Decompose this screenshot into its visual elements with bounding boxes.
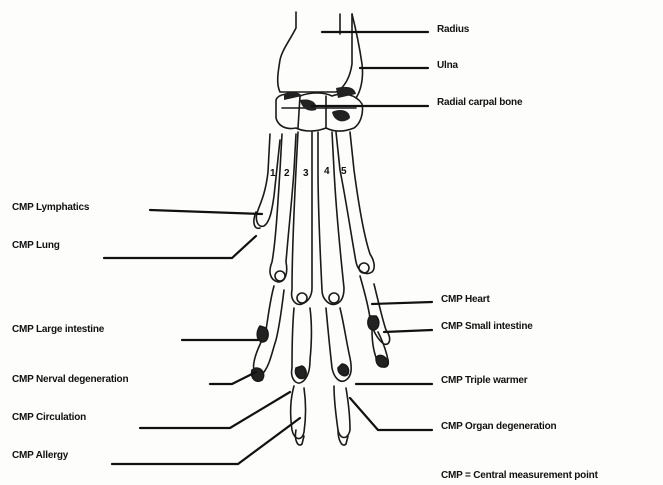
radius-bone — [278, 12, 352, 92]
label-ulna: Ulna — [437, 60, 458, 72]
label-radius: Radius — [437, 24, 469, 36]
label-cmp-nerval-degeneration: CMP Nerval degeneration — [12, 374, 128, 386]
label-cmp-small-intestine: CMP Small intestine — [441, 321, 533, 333]
label-cmp-lymphatics: CMP Lymphatics — [12, 202, 89, 214]
digit-number-1: 1 — [270, 168, 276, 179]
leader-heart — [372, 302, 432, 304]
label-cmp-lung: CMP Lung — [12, 240, 60, 252]
digit-number-4: 4 — [324, 166, 330, 177]
label-cmp-heart: CMP Heart — [441, 294, 490, 306]
label-cmp-organ-degeneration: CMP Organ degeneration — [441, 421, 556, 433]
digit-number-3: 3 — [303, 168, 309, 179]
leader-small-intestine — [384, 330, 432, 332]
leader-nerval-degeneration — [210, 372, 256, 384]
digit-number-5: 5 — [341, 166, 347, 177]
legend-cmp-definition: CMP = Central measurement point — [441, 470, 598, 482]
digit-4 — [318, 132, 344, 304]
label-cmp-large-intestine: CMP Large intestine — [12, 324, 104, 336]
digit-number-2: 2 — [284, 168, 290, 179]
leader-allergy — [112, 418, 300, 464]
digit-5 — [336, 132, 374, 274]
label-cmp-triple-warmer: CMP Triple warmer — [441, 375, 527, 387]
leader-lung — [104, 236, 256, 258]
leader-lymphatics — [150, 210, 262, 214]
leader-circulation — [140, 392, 290, 428]
label-cmp-allergy: CMP Allergy — [12, 450, 68, 462]
label-radial-carpal-bone: Radial carpal bone — [437, 97, 522, 109]
label-cmp-circulation: CMP Circulation — [12, 412, 86, 424]
leader-organ-degeneration — [350, 398, 432, 430]
